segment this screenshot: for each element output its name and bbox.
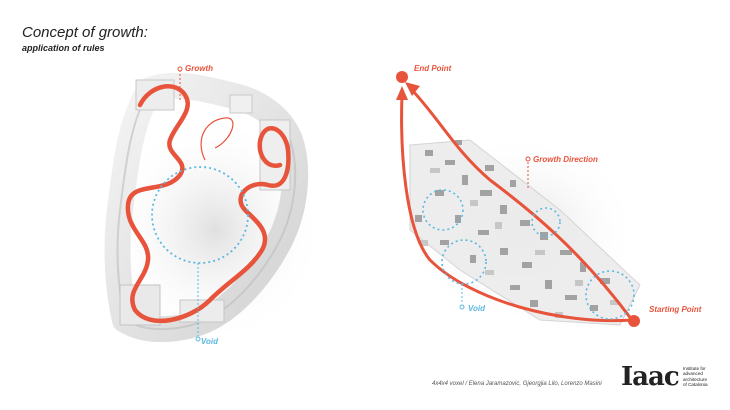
left-growth-curve	[125, 84, 291, 324]
left-void-label: Void	[201, 337, 219, 346]
growth-leader-dot	[177, 66, 183, 72]
slide-subtitle: application of rules	[22, 43, 105, 53]
logo-line-1: Institute for	[683, 366, 706, 371]
logo-line-4: of Catalonia	[683, 382, 708, 388]
iaac-logo: Iaac	[621, 362, 680, 392]
left-voxel-form	[104, 72, 325, 345]
left-growth-thin-curve	[200, 117, 234, 161]
right-void-leader-dot	[459, 304, 465, 310]
end-point-label: End Point	[414, 64, 452, 73]
left-void-leader-dot	[195, 336, 201, 342]
footer-credit: 4x4x4 voxel / Elena Jaramazovic, Gjeorgj…	[432, 381, 602, 387]
logo-line-3: architecture	[683, 376, 708, 382]
left-void-circle	[151, 166, 249, 264]
iaac-logo-caption: Institute for advanced architecture of C…	[683, 366, 727, 388]
right-voxel-cluster	[400, 135, 641, 326]
slide-title: Concept of growth:	[22, 24, 148, 41]
right-void-circle-1	[422, 189, 464, 231]
growth-label: Growth	[185, 64, 213, 73]
end-point-marker	[396, 71, 408, 83]
growth-arrow-upper-head	[405, 82, 420, 96]
growth-direction-leader-dot	[525, 156, 531, 162]
growth-direction-label: Growth Direction	[533, 155, 598, 164]
growth-arrow-lower	[400, 93, 634, 323]
right-void-circle-3	[531, 207, 561, 237]
growth-arrow-lower-head	[396, 86, 408, 100]
growth-arrow-upper	[410, 88, 634, 322]
logo-line-2: advanced	[683, 371, 703, 377]
right-void-circle-2	[441, 239, 487, 285]
starting-point-marker	[628, 315, 640, 327]
right-void-circle-4	[585, 270, 635, 320]
right-void-label: Void	[468, 304, 486, 313]
starting-point-label: Starting Point	[649, 305, 702, 314]
